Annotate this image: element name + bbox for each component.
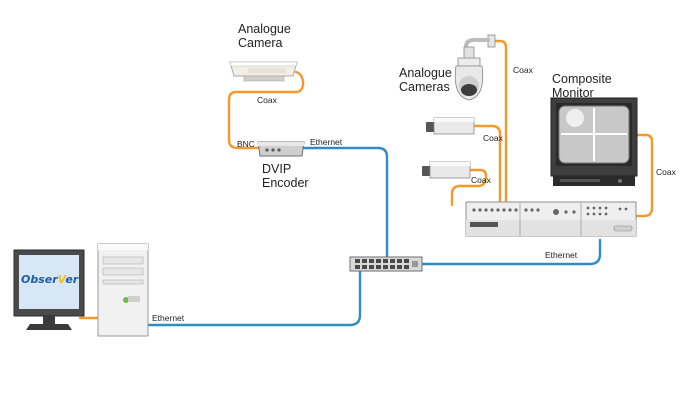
coax-label-ptz: Coax [513,65,533,75]
coax-label-monitor: Coax [656,167,676,177]
box-camera-1-icon [426,117,475,135]
ethernet-cable-switch-to-dvr [418,238,602,266]
coax-cable-ptz-to-dvr [492,39,508,207]
box-camera-2-icon [422,161,471,179]
coax-cable-cam2-to-dvr [450,168,488,207]
dvr-icon [465,201,637,237]
analogue-cameras-label: Analogue Cameras [399,66,452,95]
dome-camera-icon [454,34,496,101]
coax-cable-cam1-to-dvr [472,124,502,207]
coax-cable-camera-to-encoder [227,70,305,150]
observer-logo: ObserVer [21,273,79,287]
dvip-encoder-label: DVIP Encoder [262,162,309,191]
coax-label-camera-2: Coax [471,175,491,185]
composite-monitor-label: Composite Monitor [552,72,612,101]
coax-label-top-camera: Coax [257,95,277,105]
crt-monitor-icon [550,97,638,186]
coax-label-camera-1: Coax [483,133,503,143]
ethernet-cables [146,146,602,327]
ethernet-cable-pc-to-switch [146,268,362,327]
bnc-label: BNC [237,139,255,149]
box-camera-icon [229,61,298,82]
ethernet-label-dvr: Ethernet [545,250,578,260]
encoder-icon [257,141,305,157]
desktop-pc-icon [13,243,149,337]
network-switch-icon [349,256,423,272]
observer-logo-text: ObserVer [21,273,79,286]
ethernet-label-encoder: Ethernet [310,137,343,147]
coax-cables [78,39,654,320]
coax-cable-monitor-to-dvr [632,133,654,218]
ethernet-cable-encoder-to-switch [302,146,389,261]
ethernet-label-pc: Ethernet [152,313,185,323]
analogue-camera-label: Analogue Camera [238,22,291,51]
